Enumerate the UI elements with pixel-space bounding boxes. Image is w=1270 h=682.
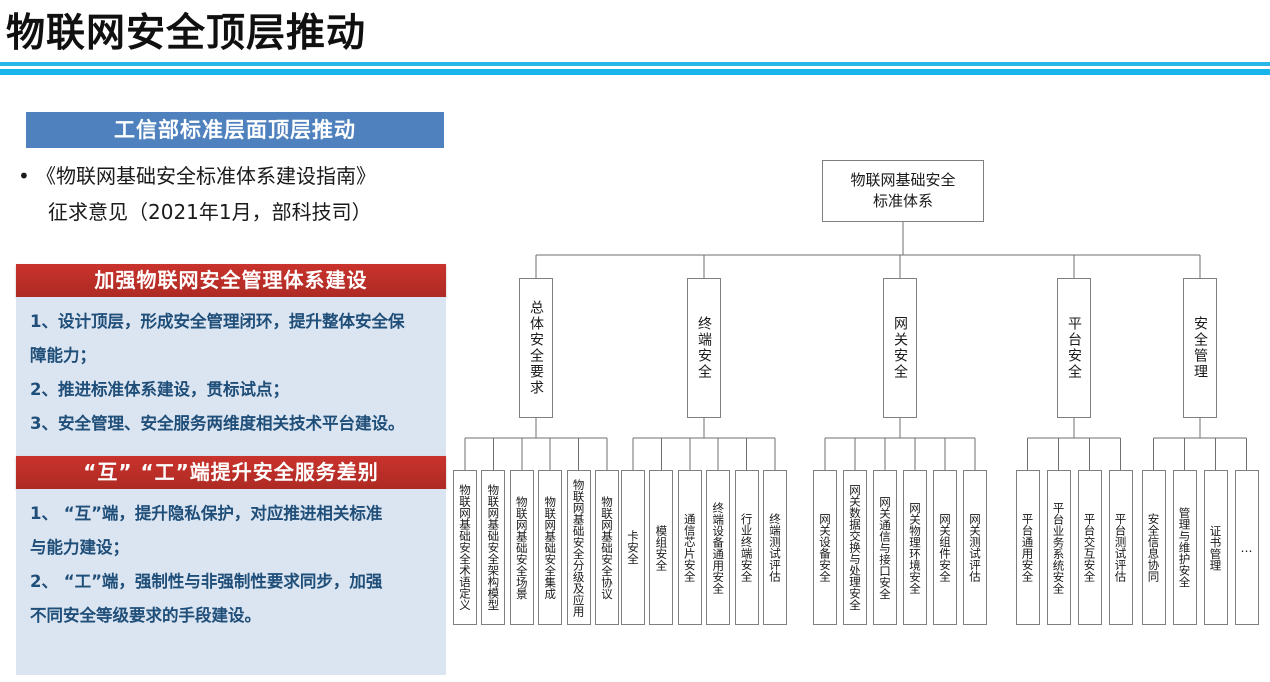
tree-leaf-node-2-3[interactable]: 通信芯片安全 [677, 470, 702, 625]
tree-leaf-node-1-6[interactable]: 物联网基础安全协议 [595, 470, 619, 625]
tree-leaf-node-3-4[interactable]: 网关物理环境安全 [903, 470, 927, 625]
tree-branch-label: 平台安全 [1066, 316, 1082, 380]
section1-line-4: 3、安全管理、安全服务两维度相关技术平台建设。 [30, 414, 405, 433]
tree-leaf-node-3-2[interactable]: 网关数据交换与处理安全 [843, 470, 867, 625]
tree-leaf-node-2-5[interactable]: 行业终端安全 [734, 470, 759, 625]
tree-branch-node-4[interactable]: 平台安全 [1057, 278, 1091, 418]
tree-leaf-node-1-5[interactable]: 物联网基础安全分级及应用 [566, 470, 591, 625]
tree-leaf-label: 模组安全 [654, 524, 669, 571]
tree-leaf-label: 网关物理环境安全 [908, 501, 922, 594]
section2-line-3: 2、 “工”端，强制性与非强制性要求同步，加强 [30, 572, 383, 591]
bullet-line-1: 《物联网基础安全标准体系建设指南》 [36, 164, 376, 188]
tree-branch-label: 网关安全 [892, 316, 908, 380]
tree-leaf-label: 网关测试评估 [968, 513, 982, 582]
tree-leaf-label: 卡安全 [626, 530, 640, 565]
tree-leaf-node-1-2[interactable]: 物联网基础安全架构模型 [481, 470, 506, 625]
section1-line-2: 障能力； [30, 346, 96, 365]
tree-branch-node-5[interactable]: 安全管理 [1183, 278, 1217, 418]
tree-leaf-node-2-2[interactable]: 模组安全 [649, 470, 674, 625]
tree-leaf-node-3-1[interactable]: 网关设备安全 [813, 470, 837, 625]
section-body-2: 1、 “互”端，提升隐私保护，对应推进相关标准 与能力建设； 2、 “工”端，强… [16, 489, 446, 675]
tree-leaf-label: 网关组件安全 [938, 513, 952, 582]
tree-leaf-label: 物联网基础安全场景 [514, 495, 529, 600]
tree-leaf-node-2-1[interactable]: 卡安全 [621, 470, 645, 625]
section1-line-1: 1、设计顶层，形成安全管理闭环，提升整体安全保 [30, 312, 405, 331]
tree-leaf-node-4-3[interactable]: 平台交互安全 [1077, 470, 1102, 625]
tree-leaf-label: 行业终端安全 [739, 513, 754, 582]
tree-branch-label: 安全管理 [1192, 316, 1208, 380]
page-title: 物联网安全顶层推动 [6, 11, 367, 56]
tree-root-node[interactable]: 物联网基础安全 标准体系 [822, 160, 984, 222]
tree-leaf-label: 平台业务系统安全 [1051, 501, 1066, 594]
left-panel: 工信部标准层面顶层推动 •《物联网基础安全标准体系建设指南》 征求意见（2021… [0, 100, 460, 680]
tree-branch-node-1[interactable]: 总体安全要求 [519, 278, 553, 418]
section2-line-4: 不同安全等级要求的手段建设。 [30, 606, 261, 625]
tree-branch-label: 总体安全要求 [528, 300, 544, 396]
tree-leaf-label: 物联网基础安全协议 [600, 495, 614, 600]
root-line-2: 标准体系 [872, 192, 933, 210]
tree-leaf-node-5-2[interactable]: 管理与维护安全 [1172, 470, 1197, 625]
bullet-item: •《物联网基础安全标准体系建设指南》 征求意见（2021年1月，部科技司） [18, 158, 448, 230]
tree-branch-label: 终端安全 [696, 316, 712, 380]
standards-tree-diagram: 物联网基础安全 标准体系 总体安全要求 终端安全 网关安全 平台安全 安全管理 物联网基… [448, 96, 1270, 676]
blue-band-header: 工信部标准层面顶层推动 [26, 112, 444, 148]
tree-leaf-label: 平台通用安全 [1020, 513, 1035, 582]
tree-branch-node-2[interactable]: 终端安全 [687, 278, 721, 418]
tree-leaf-label: 物联网基础安全术语定义 [458, 484, 472, 611]
tree-leaf-node-1-3[interactable]: 物联网基础安全场景 [509, 470, 534, 625]
tree-leaf-node-2-4[interactable]: 终端设备通用安全 [706, 470, 731, 625]
red-band-header-2: “互” “工”端提升安全服务差别 [16, 456, 446, 489]
tree-leaf-label: 网关设备安全 [818, 513, 832, 582]
bullet-line-2: 征求意见（2021年1月，部科技司） [48, 200, 372, 224]
red-band-header-1: 加强物联网安全管理体系建设 [16, 264, 446, 297]
tree-leaf-node-5-1[interactable]: 安全信息协同 [1141, 470, 1166, 625]
tree-leaf-label: 终端设备通用安全 [711, 501, 726, 594]
tree-leaf-node-5-4[interactable]: … [1234, 470, 1259, 625]
tree-leaf-node-1-4[interactable]: 物联网基础安全集成 [538, 470, 563, 625]
divider-bar-top [0, 62, 1270, 66]
tree-leaf-label: 通信芯片安全 [682, 513, 697, 582]
tree-leaf-node-4-2[interactable]: 平台业务系统安全 [1046, 470, 1071, 625]
tree-leaf-label: 物联网基础安全架构模型 [486, 484, 501, 611]
tree-leaf-label: 证书管理 [1208, 524, 1223, 571]
tree-leaf-node-4-4[interactable]: 平台测试评估 [1108, 470, 1133, 625]
tree-leaf-label: 物联网基础安全集成 [543, 495, 558, 600]
tree-leaf-node-1-1[interactable]: 物联网基础安全术语定义 [453, 470, 477, 625]
tree-leaf-label: 物联网基础安全分级及应用 [571, 478, 586, 617]
section2-line-2: 与能力建设； [30, 538, 129, 557]
tree-leaf-label: 网关通信与接口安全 [878, 495, 892, 600]
tree-leaf-node-2-6[interactable]: 终端测试评估 [763, 470, 787, 625]
tree-leaf-label: 管理与维护安全 [1177, 507, 1192, 588]
divider-bar-bottom [0, 69, 1270, 75]
section-body-1: 1、设计顶层，形成安全管理闭环，提升整体安全保 障能力； 2、推进标准体系建设，… [16, 297, 446, 459]
tree-leaf-node-5-3[interactable]: 证书管理 [1203, 470, 1228, 625]
tree-leaf-label: 平台交互安全 [1082, 513, 1097, 582]
tree-branch-node-3[interactable]: 网关安全 [883, 278, 917, 418]
root-line-1: 物联网基础安全 [850, 171, 956, 189]
tree-connector-lines [464, 222, 1247, 470]
title-divider [0, 62, 1270, 76]
tree-leaf-node-4-1[interactable]: 平台通用安全 [1015, 470, 1040, 625]
tree-leaf-label: 平台测试评估 [1113, 513, 1128, 582]
section1-line-3: 2、推进标准体系建设，贯标试点； [30, 380, 289, 399]
tree-leaf-label: 终端测试评估 [768, 513, 782, 582]
section2-line-1: 1、 “互”端，提升隐私保护，对应推进相关标准 [30, 504, 383, 523]
tree-leaf-label: 安全信息协同 [1146, 513, 1161, 582]
tree-leaf-node-3-3[interactable]: 网关通信与接口安全 [873, 470, 897, 625]
bullet-marker: • [18, 164, 30, 188]
tree-leaf-label: … [1239, 540, 1254, 555]
tree-leaf-node-3-5[interactable]: 网关组件安全 [933, 470, 957, 625]
tree-leaf-label: 网关数据交换与处理安全 [848, 484, 862, 611]
tree-leaf-node-3-6[interactable]: 网关测试评估 [963, 470, 987, 625]
